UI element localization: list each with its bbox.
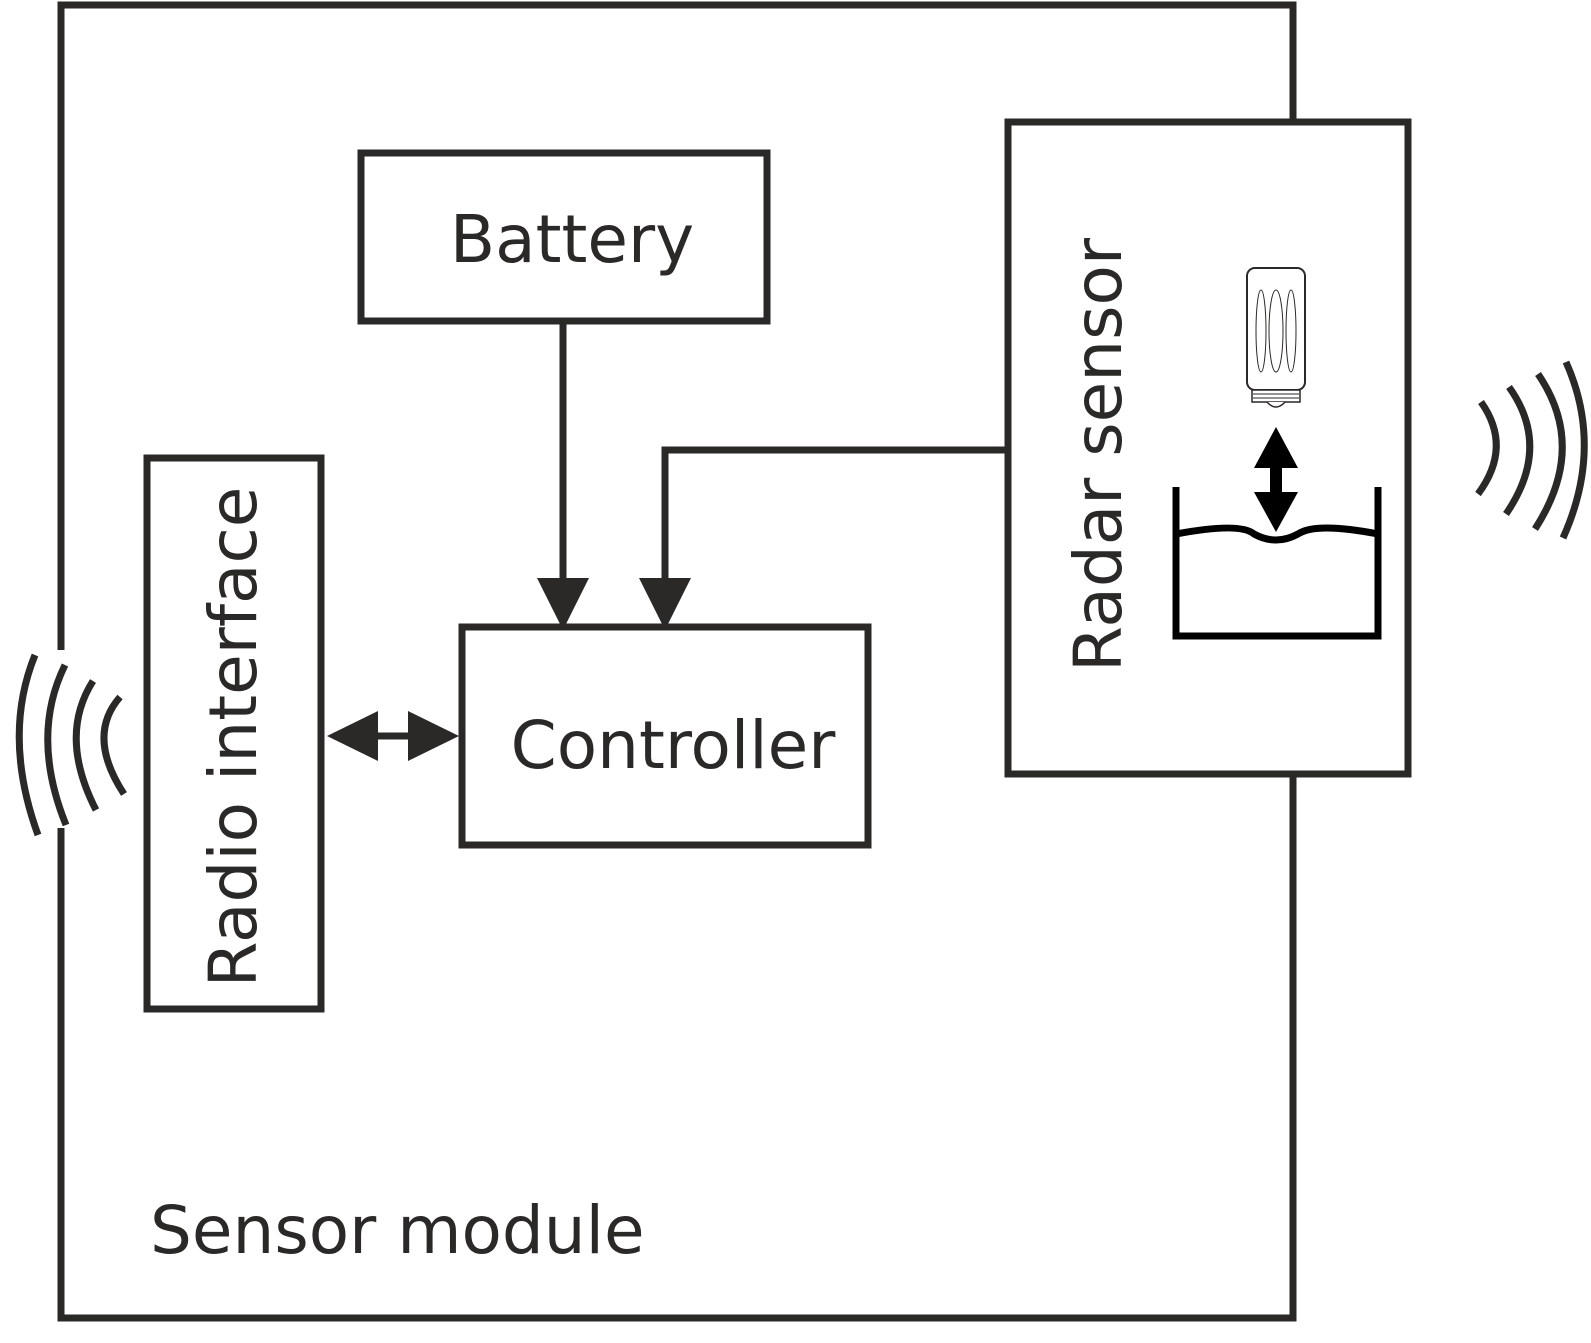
battery-label: Battery [450,201,694,278]
radio-waves-right-icon [1475,360,1588,540]
sensor-module-label: Sensor module [150,1192,645,1269]
sensor-module-border [57,1,1297,1322]
distance-arrow-icon [1254,427,1298,532]
radar-sensor-label: Radar sensor [1060,237,1137,672]
battery-arrowhead [537,578,589,630]
liquid-tank-icon [1172,487,1382,640]
radar-sensor-device-icon [1246,267,1306,408]
radio-interface-label: Radio interface [195,487,272,988]
controller-arrowhead-left [408,711,459,761]
radio-arrowhead-left [327,711,378,761]
radio-waves-left-icon [15,653,127,837]
radar-controller-line [661,446,1008,580]
radar-arrowhead [639,578,691,630]
controller-label: Controller [511,707,837,784]
radio-interface-block [143,454,325,1013]
